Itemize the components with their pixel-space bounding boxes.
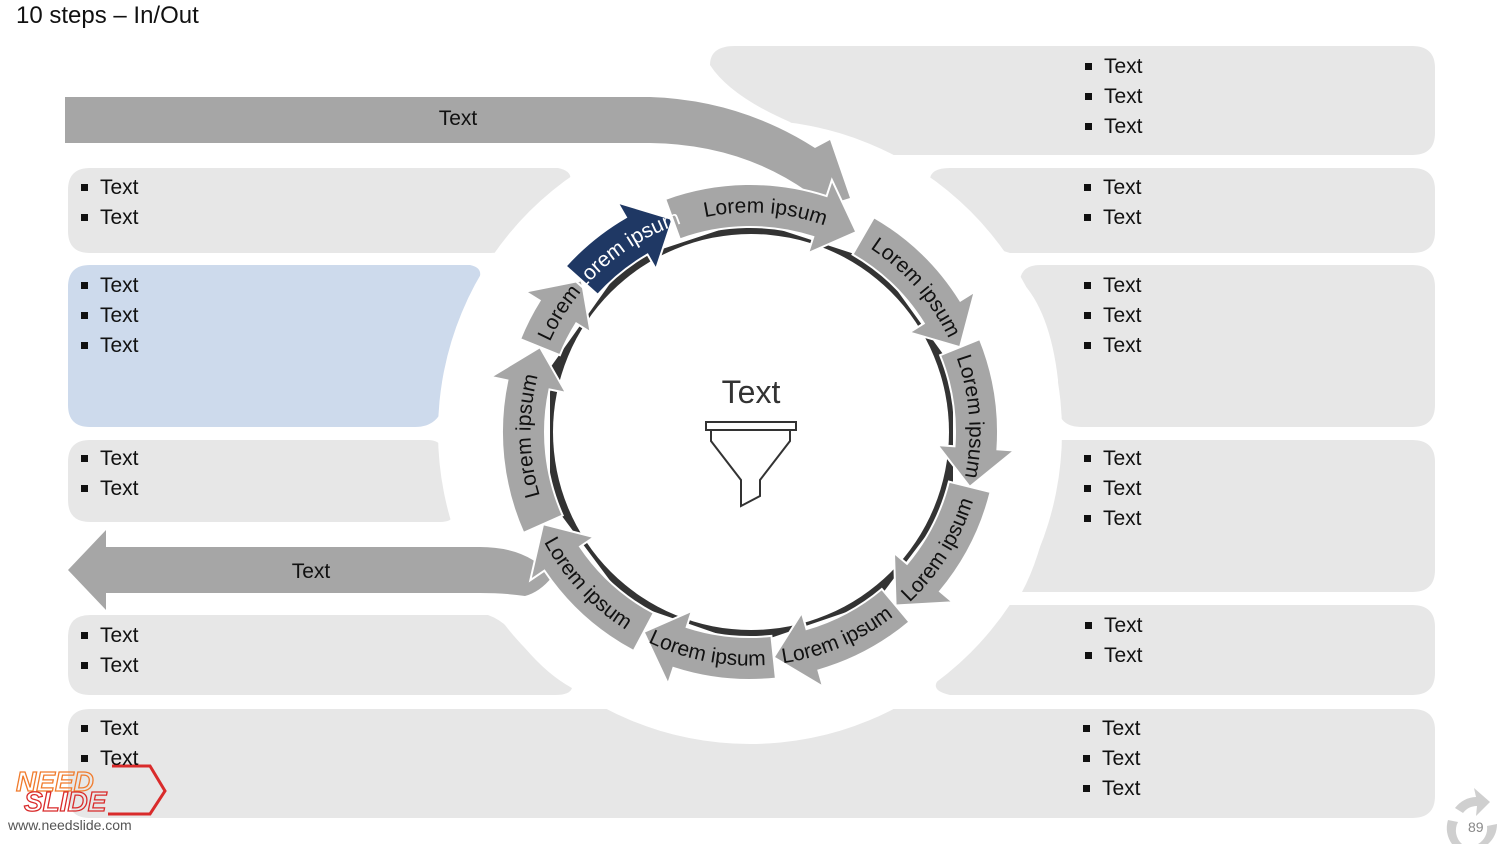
list-item: Text bbox=[80, 714, 139, 744]
website-url: www.needslide.com bbox=[8, 817, 132, 833]
center-label: Text bbox=[722, 374, 781, 410]
list-item: Text bbox=[80, 331, 139, 361]
list-item: Text bbox=[1083, 271, 1142, 301]
right-box-6 bbox=[750, 709, 1435, 818]
cycle-step-arrow-10 bbox=[663, 177, 858, 256]
left-box-4 bbox=[68, 615, 572, 695]
list-item: Text bbox=[1083, 444, 1142, 474]
left-box-5 bbox=[68, 709, 750, 818]
output-arrow-label: Text bbox=[292, 560, 331, 583]
input-arrow bbox=[65, 97, 850, 214]
list-item: Text bbox=[1084, 641, 1143, 671]
right-box-3-list: Text Text Text bbox=[1083, 271, 1142, 361]
list-item: Text bbox=[1084, 82, 1143, 112]
list-item: Text bbox=[1083, 173, 1142, 203]
list-item: Text bbox=[80, 444, 139, 474]
left-box-1-list: Text Text bbox=[80, 173, 139, 233]
list-item: Text bbox=[1084, 611, 1143, 641]
right-box-1 bbox=[710, 46, 1435, 155]
slide-title: 10 steps – In/Out bbox=[16, 2, 199, 29]
cycle-step-arrow-9 bbox=[564, 200, 674, 297]
right-box-1-list: Text Text Text bbox=[1084, 52, 1143, 142]
right-box-2 bbox=[930, 168, 1435, 253]
list-item: Text bbox=[80, 271, 139, 301]
left-box-5-list: Text Text bbox=[80, 714, 139, 774]
list-item: Text bbox=[1083, 301, 1142, 331]
list-item: Text bbox=[1083, 504, 1142, 534]
cycle-step-arrow-8 bbox=[518, 279, 592, 357]
output-arrow bbox=[68, 530, 552, 610]
list-item: Text bbox=[80, 744, 139, 774]
list-item: Text bbox=[80, 621, 139, 651]
left-box-4-list: Text Text bbox=[80, 621, 139, 681]
right-box-5 bbox=[935, 605, 1435, 695]
left-box-2-list: Text Text Text bbox=[80, 271, 139, 361]
svg-text:NEED: NEED bbox=[16, 766, 94, 797]
list-item: Text bbox=[1082, 714, 1141, 744]
list-item: Text bbox=[80, 203, 139, 233]
right-box-6-list: Text Text Text bbox=[1082, 714, 1141, 804]
list-item: Text bbox=[80, 301, 139, 331]
center-circle bbox=[553, 234, 949, 630]
input-arrow-label: Text bbox=[439, 107, 478, 130]
left-box-3-list: Text Text bbox=[80, 444, 139, 504]
list-item: Text bbox=[1083, 331, 1142, 361]
right-box-5-list: Text Text bbox=[1084, 611, 1143, 671]
list-item: Text bbox=[1082, 744, 1141, 774]
funnel-icon bbox=[705, 421, 797, 508]
svg-text:SLIDE: SLIDE bbox=[24, 786, 108, 817]
list-item: Text bbox=[1083, 203, 1142, 233]
right-box-3 bbox=[1020, 265, 1435, 427]
list-item: Text bbox=[1082, 774, 1141, 804]
left-box-1 bbox=[68, 168, 571, 253]
list-item: Text bbox=[1083, 474, 1142, 504]
left-box-2 bbox=[68, 265, 481, 427]
cycle-step-arrow-4 bbox=[772, 587, 911, 689]
page-number: 89 bbox=[1468, 819, 1484, 835]
list-item: Text bbox=[80, 474, 139, 504]
right-box-2-list: Text Text bbox=[1083, 173, 1142, 233]
needslide-logo: NEED SLIDE bbox=[15, 764, 167, 818]
left-box-3 bbox=[68, 440, 453, 522]
right-box-4-list: Text Text Text bbox=[1083, 444, 1142, 534]
list-item: Text bbox=[1084, 52, 1143, 82]
list-item: Text bbox=[80, 173, 139, 203]
page-cycle-icon bbox=[1446, 788, 1497, 844]
cycle-step-arrow-5 bbox=[642, 608, 777, 687]
list-item: Text bbox=[80, 651, 139, 681]
list-item: Text bbox=[1084, 112, 1143, 142]
right-box-4 bbox=[1022, 440, 1435, 592]
